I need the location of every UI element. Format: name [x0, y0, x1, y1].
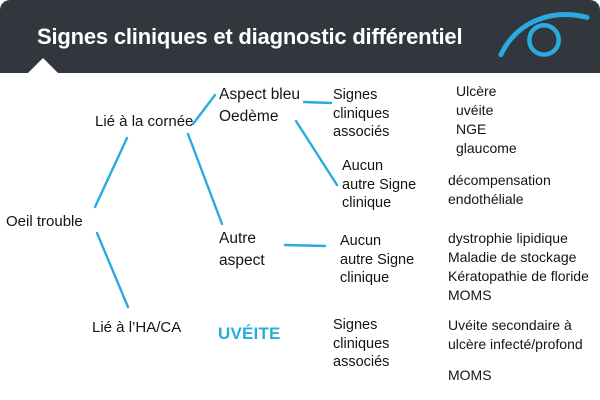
- node-aucun-signe-1: Aucun autre Signe clinique: [342, 158, 417, 211]
- edge-aspectbleu-aucun: [294, 119, 339, 187]
- node-aucun-signe-2: Aucun autre Signe clinique: [340, 233, 415, 286]
- edge-trouble-cornee: [93, 136, 129, 209]
- node-lie-cornee: Lié à la cornée: [95, 113, 194, 130]
- node-signes-associes-2: Signes cliniques associés: [333, 317, 390, 370]
- node-autre-aspect: Autre aspect: [219, 230, 265, 269]
- node-dd-uveite-secondaire: Uvéite secondaire à ulcère infecté/profo…: [448, 317, 583, 352]
- node-dd-dystrophie-groupe: dystrophie lipidique Maladie de stockage…: [448, 230, 589, 303]
- node-aspect-bleu-oedeme: Aspect bleu Oedème: [219, 86, 300, 125]
- node-dd-decompensation: décompensation endothéliale: [448, 172, 551, 207]
- header-notch-triangle: [28, 58, 58, 73]
- node-lie-haca: Lié à l’HA/CA: [92, 319, 182, 336]
- node-oeil-trouble: Oeil trouble: [6, 213, 83, 230]
- edge-aspectbleu-signes: [302, 100, 333, 105]
- slide-header: Signes cliniques et diagnostic différent…: [0, 0, 600, 73]
- node-uveite: UVÉITE: [218, 324, 281, 343]
- edge-cornee-autre: [186, 132, 224, 226]
- node-dd-moms: MOMS: [448, 367, 492, 383]
- edge-cornee-aspectbleu: [191, 93, 217, 126]
- node-dd-ulcere-groupe: Ulcère uvéite NGE glaucome: [456, 83, 517, 156]
- edge-autre-aucun: [283, 243, 327, 248]
- slide-title: Signes cliniques et diagnostic différent…: [37, 23, 463, 49]
- node-signes-associes-1: Signes cliniques associés: [333, 87, 390, 140]
- edge-trouble-haca: [95, 231, 130, 309]
- eye-logo-icon: [498, 12, 590, 58]
